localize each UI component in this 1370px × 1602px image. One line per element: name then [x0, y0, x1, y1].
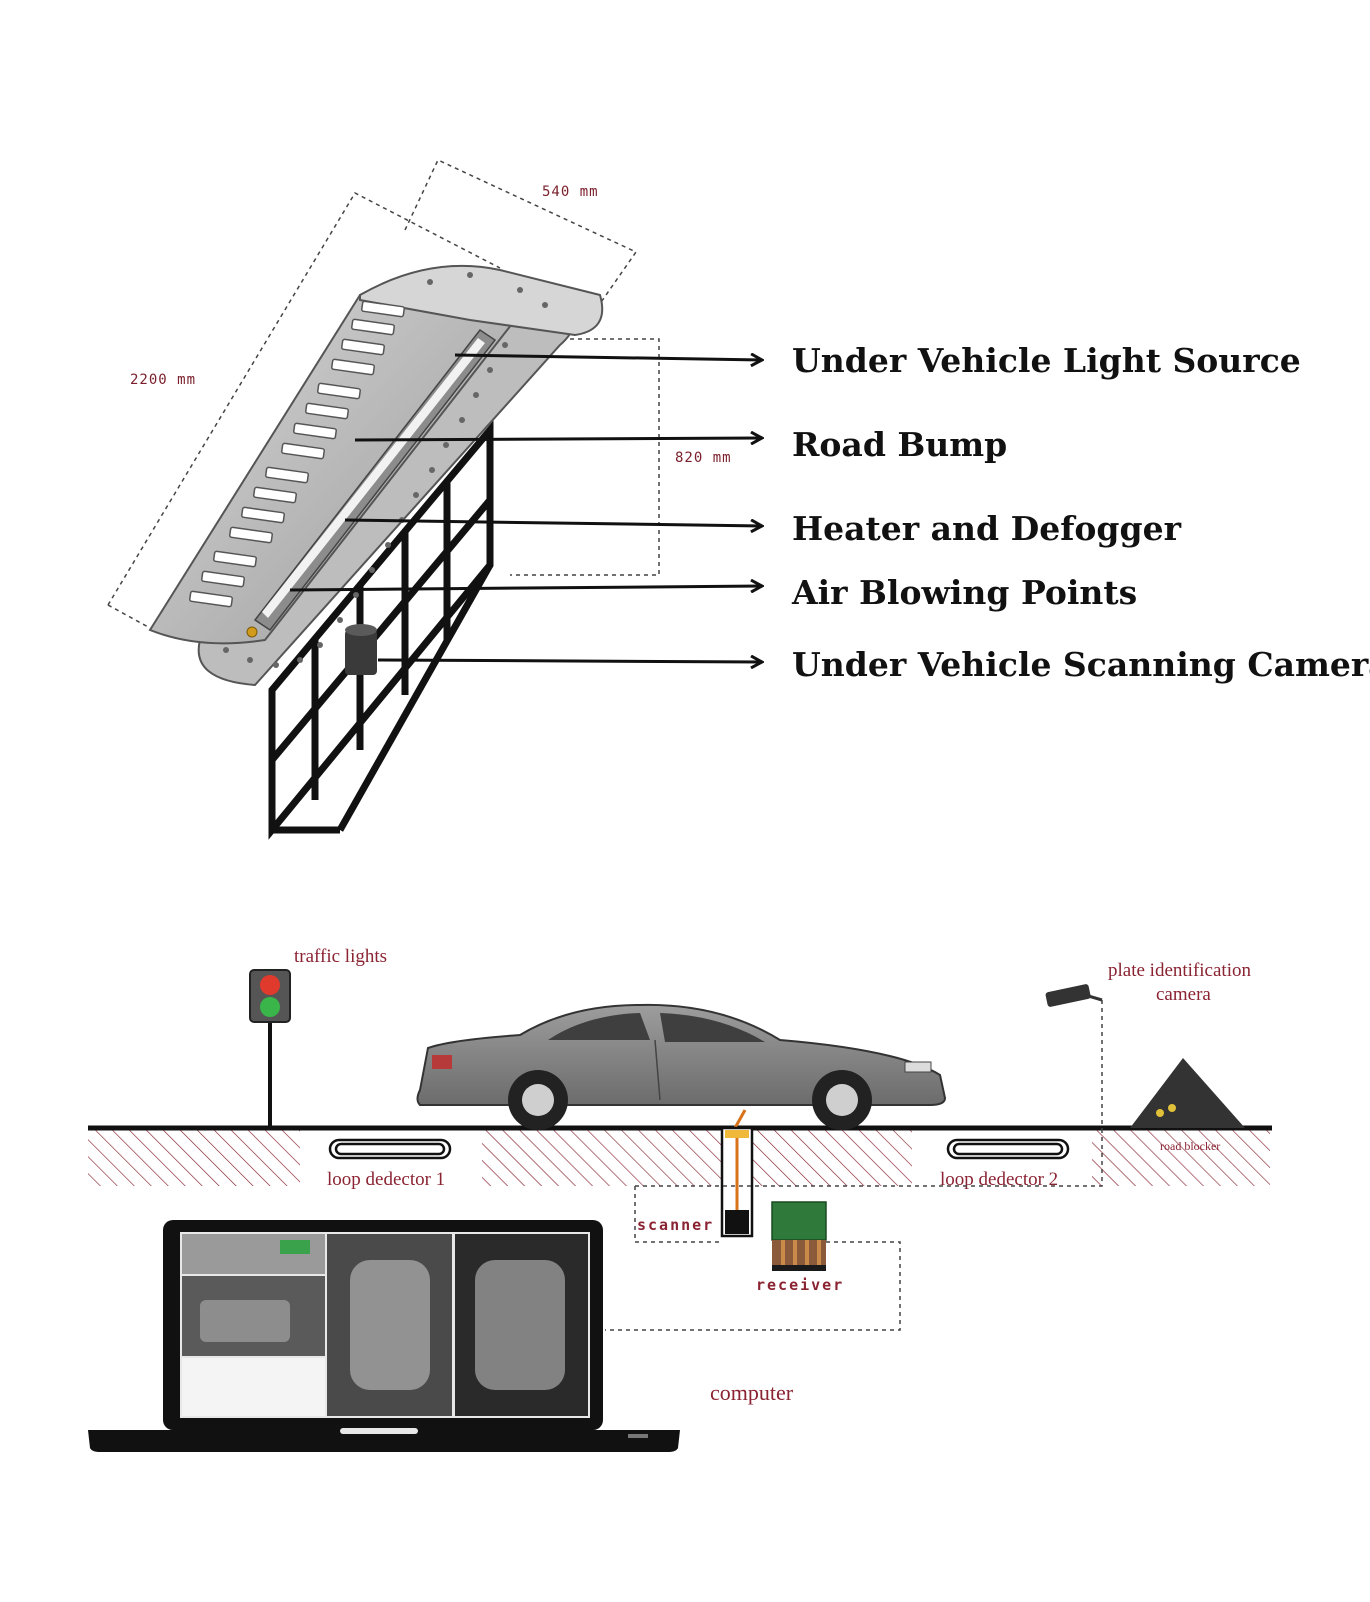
receiver-label: receiver [756, 1276, 844, 1294]
screen-panel-left [182, 1234, 325, 1416]
loop-detector-1-label: loop dedector 1 [327, 1169, 445, 1190]
road-blocker [1130, 1058, 1245, 1128]
plate-camera-label-line1: plate identification [1108, 960, 1251, 981]
light-strip [262, 338, 485, 618]
height-dimension-label: 820 mm [675, 450, 732, 466]
road-blocker-label: road blocker [1160, 1139, 1220, 1153]
car-rear-wheel [508, 1070, 568, 1130]
ground-scanner [720, 1109, 754, 1238]
computer-label: computer [710, 1380, 794, 1405]
dimension-guides [107, 159, 660, 629]
wiring [605, 1130, 1103, 1331]
receiver-board [771, 1201, 827, 1271]
arrow-light-source [454, 355, 762, 360]
system-layout: traffic lights loop dedector 1 [88, 946, 1272, 1452]
traffic-light [249, 969, 291, 1128]
support-frame [268, 420, 494, 840]
loop-detector-1 [328, 1138, 452, 1160]
scanning-camera [345, 624, 377, 675]
callout-arrows [289, 355, 762, 662]
top-cap [359, 264, 604, 337]
status-led [246, 626, 258, 638]
computer-laptop [88, 1220, 680, 1452]
traffic-red-lamp [260, 975, 280, 995]
car-front-wheel [812, 1070, 872, 1130]
callout-scanning-camera: Under Vehicle Scanning Camera [792, 645, 1370, 684]
plate-identification-camera [1045, 984, 1103, 1130]
traffic-green-lamp [260, 997, 280, 1017]
air-blowing-holes [223, 272, 548, 668]
length-dimension-label: 2200 mm [130, 372, 196, 388]
loop-detector-2 [946, 1138, 1070, 1160]
arrow-air-blowing [289, 586, 762, 590]
ground-hatching [88, 1130, 1270, 1186]
callout-heater-defogger: Heater and Defogger [792, 509, 1182, 548]
callout-light-source: Under Vehicle Light Source [792, 341, 1301, 380]
arrow-camera [377, 660, 762, 662]
plate-camera-label-line2: camera [1156, 984, 1211, 1005]
callout-air-blowing: Air Blowing Points [791, 573, 1137, 612]
scanner-unit-illustration: 540 mm 2200 mm 820 mm Under Vehicle Ligh… [107, 159, 1370, 840]
car [416, 1003, 947, 1130]
loop-detector-2-label: loop dedector 2 [940, 1169, 1058, 1190]
arrow-heater [344, 518, 762, 526]
callout-road-bump: Road Bump [792, 425, 1007, 464]
bump-slots [189, 300, 405, 608]
traffic-lights-label: traffic lights [294, 946, 387, 967]
scanner-label: scanner [637, 1216, 714, 1234]
arrow-road-bump [354, 438, 762, 440]
width-dimension-label: 540 mm [542, 184, 599, 200]
